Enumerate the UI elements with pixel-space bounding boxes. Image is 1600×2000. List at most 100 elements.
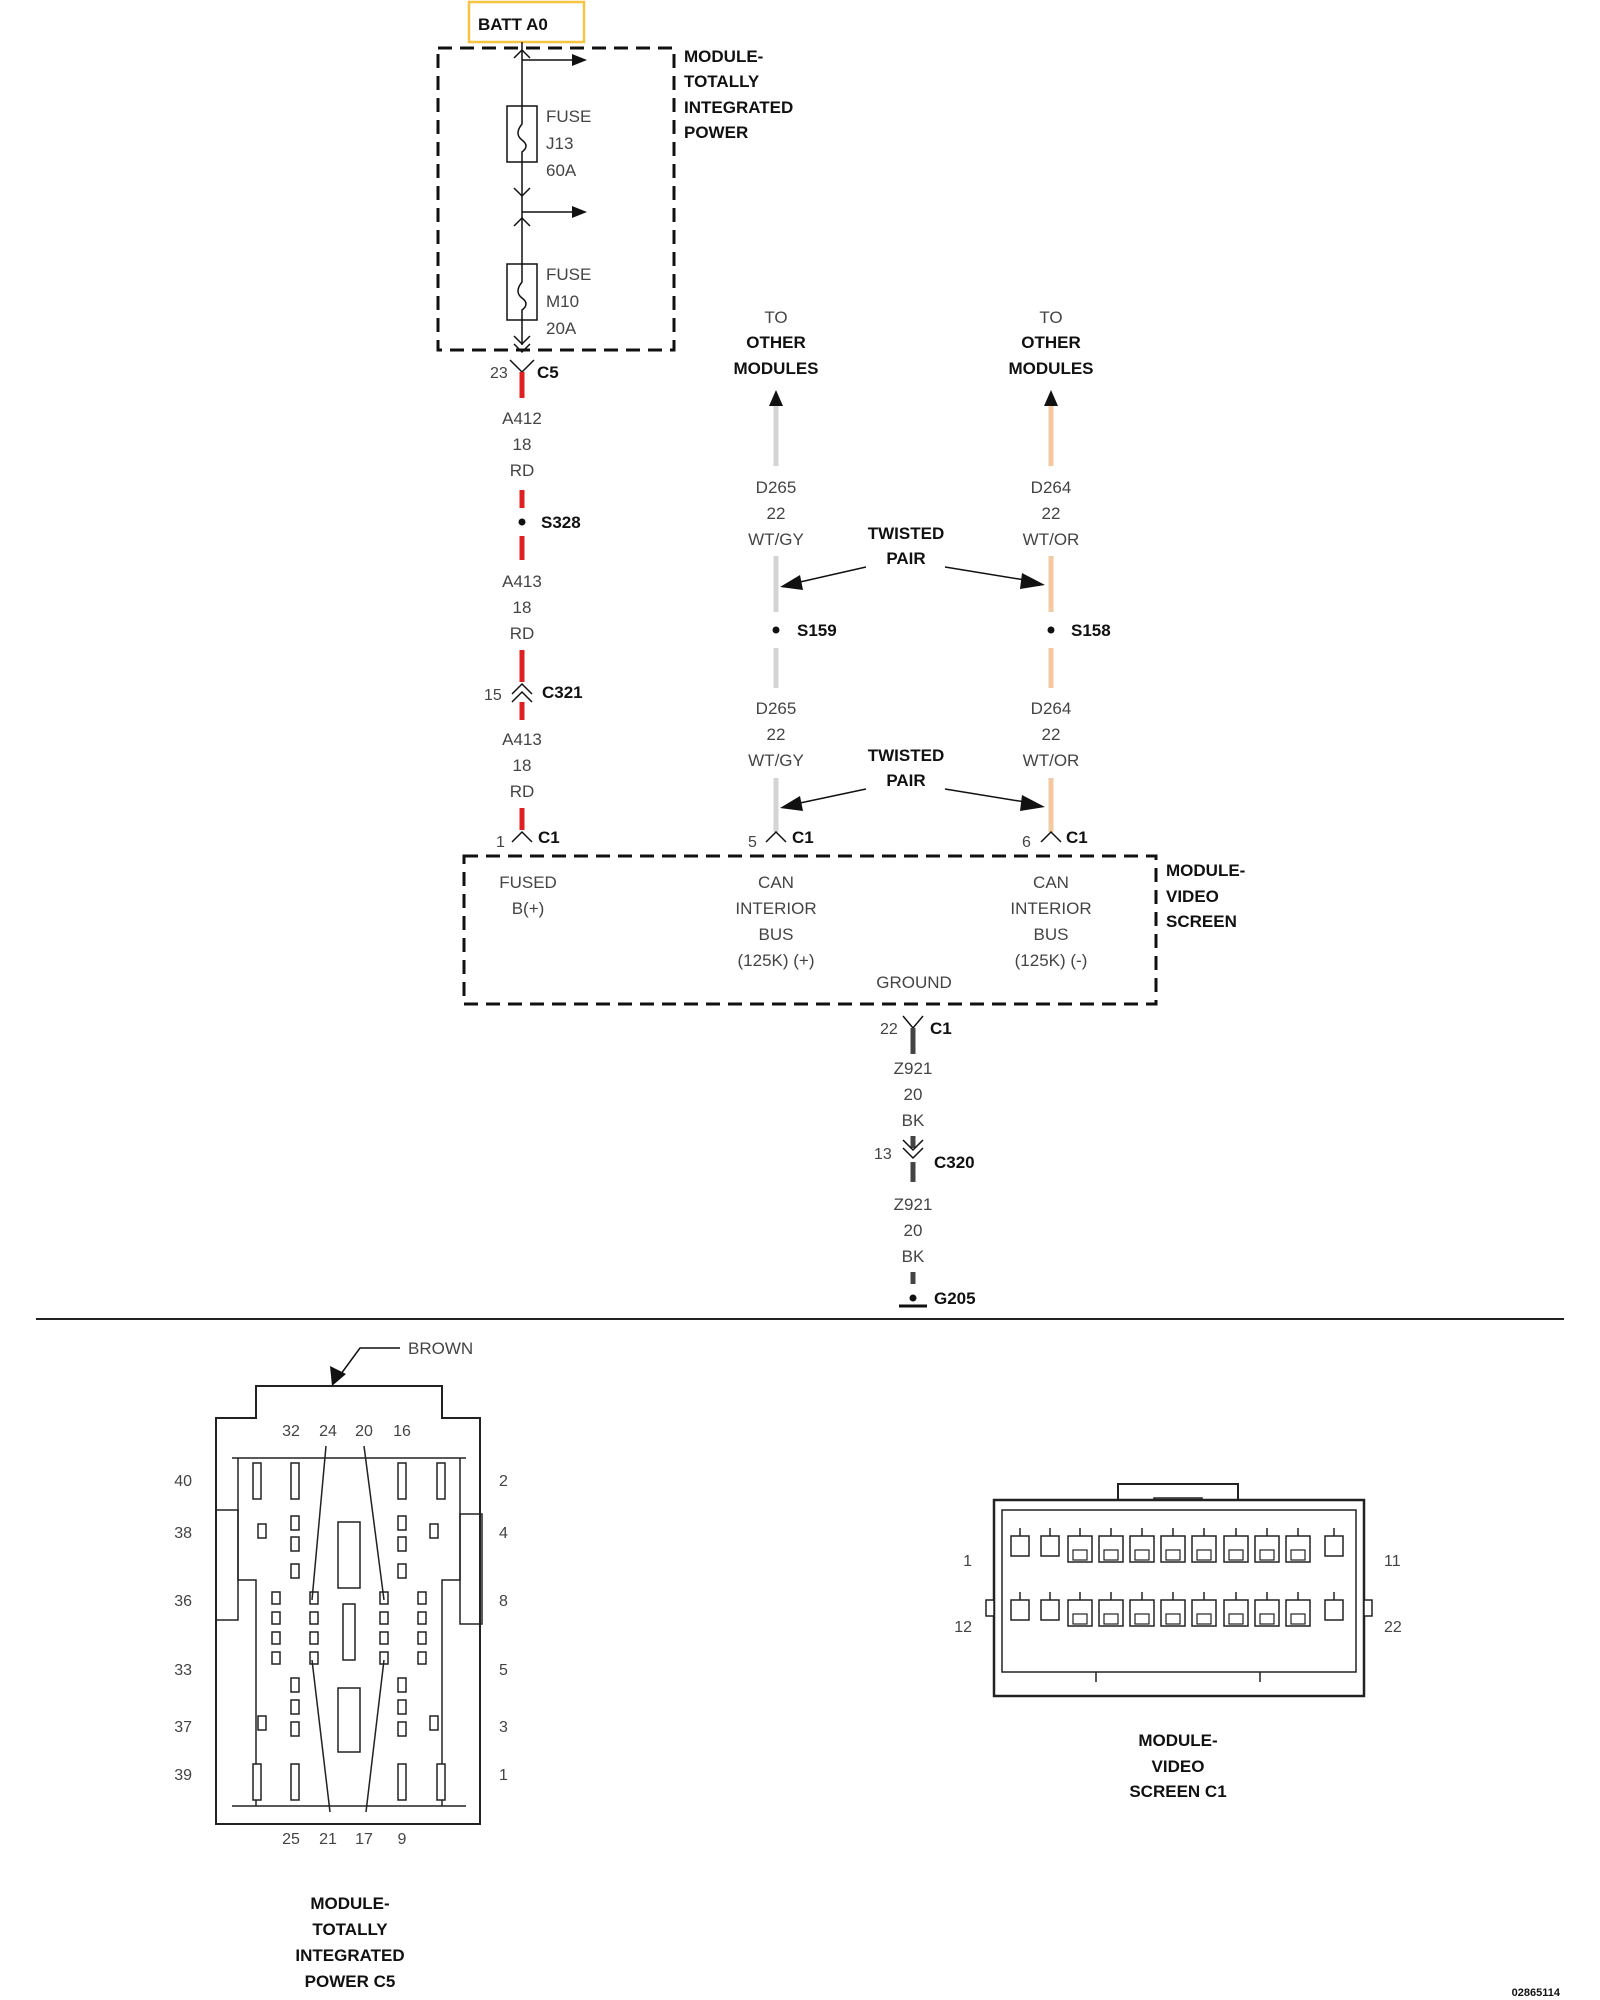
svg-text:INTERIOR: INTERIOR: [735, 899, 816, 918]
svg-text:22: 22: [880, 1021, 898, 1038]
svg-text:G205: G205: [934, 1289, 976, 1308]
svg-text:RD: RD: [510, 624, 535, 643]
svg-text:RD: RD: [510, 461, 535, 480]
svg-text:C5: C5: [537, 363, 559, 382]
svg-text:C1: C1: [930, 1019, 952, 1038]
svg-text:FUSE: FUSE: [546, 107, 591, 126]
svg-text:BROWN: BROWN: [408, 1339, 473, 1358]
svg-text:Z921: Z921: [894, 1195, 933, 1214]
svg-text:TO: TO: [1039, 308, 1062, 327]
svg-text:RD: RD: [510, 782, 535, 801]
svg-text:32: 32: [282, 1423, 300, 1440]
svg-text:20: 20: [904, 1085, 923, 1104]
svg-text:60A: 60A: [546, 161, 577, 180]
c1-cavity: [1010, 1599, 1030, 1621]
c5-connector-view: BROWN: [174, 1339, 508, 1991]
ground-g205: [909, 1294, 917, 1302]
svg-text:S158: S158: [1071, 621, 1111, 640]
svg-text:C1: C1: [792, 828, 814, 847]
svg-text:FUSE: FUSE: [546, 265, 591, 284]
svg-text:40: 40: [174, 1473, 192, 1490]
svg-text:OTHER: OTHER: [1021, 333, 1081, 352]
svg-text:MODULES: MODULES: [734, 359, 819, 378]
twisted-pair-lower: TWISTED PAIR: [780, 746, 1045, 811]
svg-text:C321: C321: [542, 683, 583, 702]
svg-text:8: 8: [499, 1593, 508, 1610]
svg-text:(125K) (+): (125K) (+): [738, 951, 815, 970]
splice-s159: [772, 626, 780, 634]
svg-text:1: 1: [496, 834, 505, 851]
svg-text:SCREEN C1: SCREEN C1: [1129, 1782, 1226, 1801]
power-module-outline: [436, 46, 676, 352]
splice-s328: [518, 518, 526, 526]
svg-text:39: 39: [174, 1767, 192, 1784]
svg-text:PAIR: PAIR: [886, 771, 925, 790]
svg-text:BUS: BUS: [1034, 925, 1069, 944]
batt-label-box: [467, 0, 586, 44]
svg-text:15: 15: [484, 687, 502, 704]
svg-text:B(+): B(+): [512, 899, 545, 918]
c1-cavity: [1040, 1535, 1060, 1557]
svg-text:13: 13: [874, 1146, 892, 1163]
svg-text:MODULE-: MODULE-: [1138, 1731, 1217, 1750]
svg-text:TO: TO: [764, 308, 787, 327]
svg-text:TWISTED: TWISTED: [868, 746, 945, 765]
svg-text:24: 24: [319, 1423, 337, 1440]
svg-text:22: 22: [1384, 1619, 1402, 1636]
can-plus-wire: TO OTHER MODULES D265 22 WT/GY S159 D265…: [734, 308, 837, 851]
c1-cavity: [1010, 1535, 1030, 1557]
svg-text:C1: C1: [1066, 828, 1088, 847]
splice-s158: [1047, 626, 1055, 634]
power-module: BATT A0 FUSE J13 60A FUSE M10 20A MODULE…: [436, 0, 793, 354]
svg-text:D265: D265: [756, 699, 797, 718]
svg-text:16: 16: [393, 1423, 411, 1440]
svg-text:C320: C320: [934, 1153, 975, 1172]
svg-text:9: 9: [398, 1831, 407, 1848]
svg-text:1: 1: [963, 1553, 972, 1570]
svg-text:BK: BK: [902, 1111, 925, 1130]
svg-text:20: 20: [355, 1423, 373, 1440]
svg-text:GROUND: GROUND: [876, 973, 952, 992]
figure-id: 02865114: [1512, 1987, 1561, 1999]
svg-text:INTEGRATED: INTEGRATED: [684, 98, 793, 117]
svg-text:33: 33: [174, 1662, 192, 1679]
svg-text:TWISTED: TWISTED: [868, 524, 945, 543]
video-screen-module: FUSED B(+) CAN INTERIOR BUS (125K) (+) C…: [462, 854, 1245, 1006]
svg-text:37: 37: [174, 1719, 192, 1736]
svg-text:Z921: Z921: [894, 1059, 933, 1078]
twisted-pair-upper: TWISTED PAIR: [780, 524, 1045, 590]
svg-text:S328: S328: [541, 513, 581, 532]
svg-text:21: 21: [319, 1831, 337, 1848]
svg-text:CAN: CAN: [1033, 873, 1069, 892]
svg-text:FUSED: FUSED: [499, 873, 557, 892]
svg-text:20A: 20A: [546, 319, 577, 338]
svg-text:WT/GY: WT/GY: [748, 751, 804, 770]
batt-label: BATT A0: [478, 15, 548, 34]
svg-text:J13: J13: [546, 134, 573, 153]
svg-text:M10: M10: [546, 292, 579, 311]
svg-text:WT/GY: WT/GY: [748, 530, 804, 549]
svg-text:25: 25: [282, 1831, 300, 1848]
svg-text:22: 22: [767, 504, 786, 523]
video-module-outline: [462, 854, 1158, 1006]
svg-text:POWER: POWER: [684, 123, 748, 142]
svg-text:22: 22: [767, 725, 786, 744]
power-wire: 23 C5 A412 18 RD S328 A413 18 RD 15 C321…: [484, 359, 583, 851]
svg-text:MODULES: MODULES: [1009, 359, 1094, 378]
svg-text:C1: C1: [538, 828, 560, 847]
svg-text:38: 38: [174, 1525, 192, 1542]
ground-wire: 22 C1 Z921 20 BK 13 C320 Z921 20 BK G205: [874, 1015, 976, 1308]
svg-text:SCREEN: SCREEN: [1166, 912, 1237, 931]
svg-text:VIDEO: VIDEO: [1166, 887, 1219, 906]
svg-text:MODULE-: MODULE-: [684, 47, 763, 66]
c1-cavity: [1324, 1599, 1344, 1621]
c1-cavity: [1324, 1535, 1344, 1557]
svg-text:1: 1: [499, 1767, 508, 1784]
svg-text:6: 6: [1022, 834, 1031, 851]
svg-text:36: 36: [174, 1593, 192, 1610]
svg-text:12: 12: [954, 1619, 972, 1636]
svg-text:22: 22: [1042, 725, 1061, 744]
can-minus-wire: TO OTHER MODULES D264 22 WT/OR S158 D264…: [1009, 308, 1111, 851]
svg-text:OTHER: OTHER: [746, 333, 806, 352]
svg-text:MODULE-: MODULE-: [1166, 861, 1245, 880]
